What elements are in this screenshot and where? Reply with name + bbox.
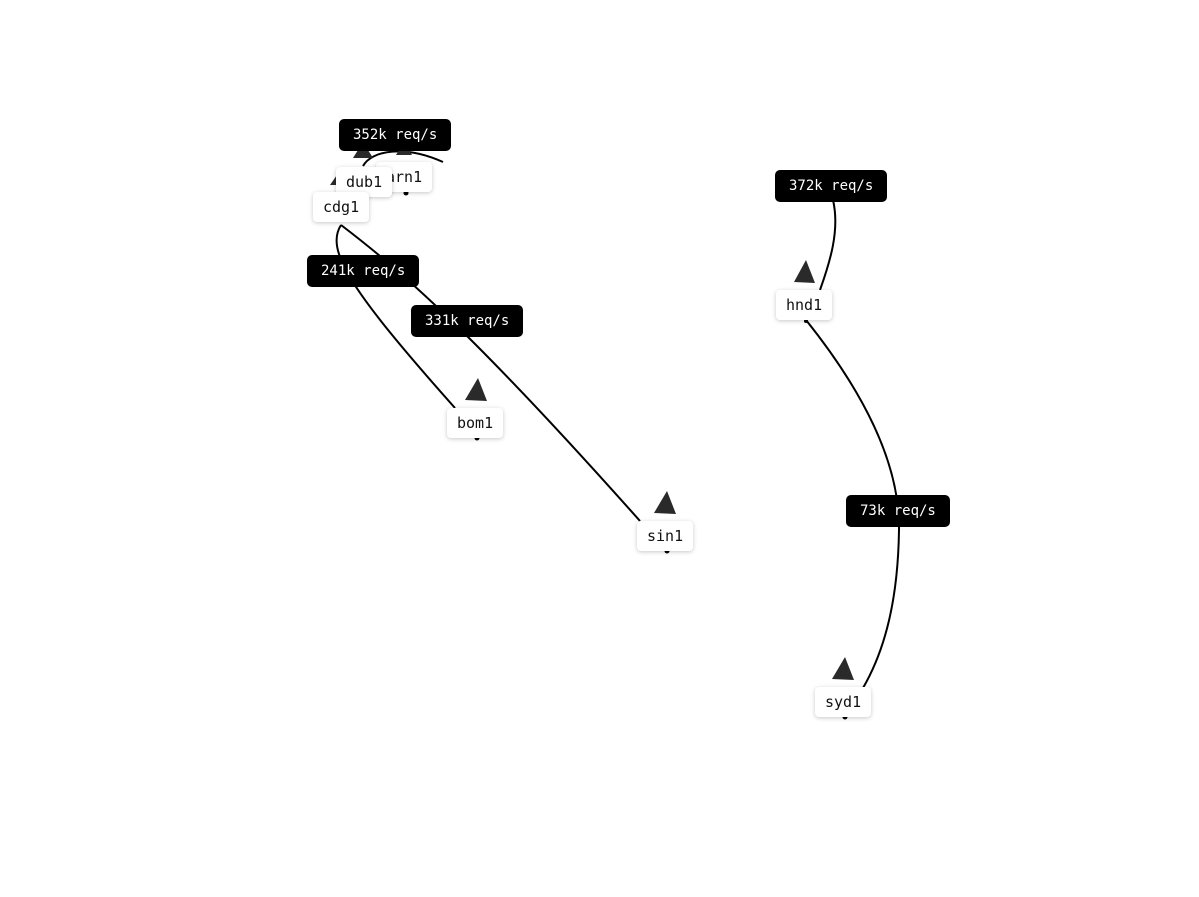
node-cdg1[interactable]: cdg1 (313, 192, 370, 222)
arrow-marker-hnd1 (794, 260, 815, 283)
node-syd1[interactable]: syd1 (815, 687, 872, 717)
edge-label-dub1-arn1[interactable]: 352k req/s (339, 119, 452, 151)
node-hnd1[interactable]: hnd1 (776, 290, 833, 320)
node-bom1[interactable]: bom1 (447, 408, 504, 438)
edge-hnd1-top (819, 199, 837, 291)
node-dot-hnd1 (804, 319, 808, 323)
arrow-marker-bom1 (465, 378, 487, 401)
edge-label-hnd1-syd1[interactable]: 73k req/s (846, 495, 950, 527)
edge-label-hnd1-top[interactable]: 372k req/s (775, 170, 888, 202)
node-sin1[interactable]: sin1 (637, 521, 694, 551)
edge-label-cdg1-sin1[interactable]: 331k req/s (411, 305, 524, 337)
edge-label-cdg1-bom1[interactable]: 241k req/s (307, 255, 420, 287)
arrow-marker-sin1 (654, 491, 676, 514)
edge-dub1-arn1 (362, 150, 444, 167)
arrow-marker-syd1 (832, 657, 854, 680)
